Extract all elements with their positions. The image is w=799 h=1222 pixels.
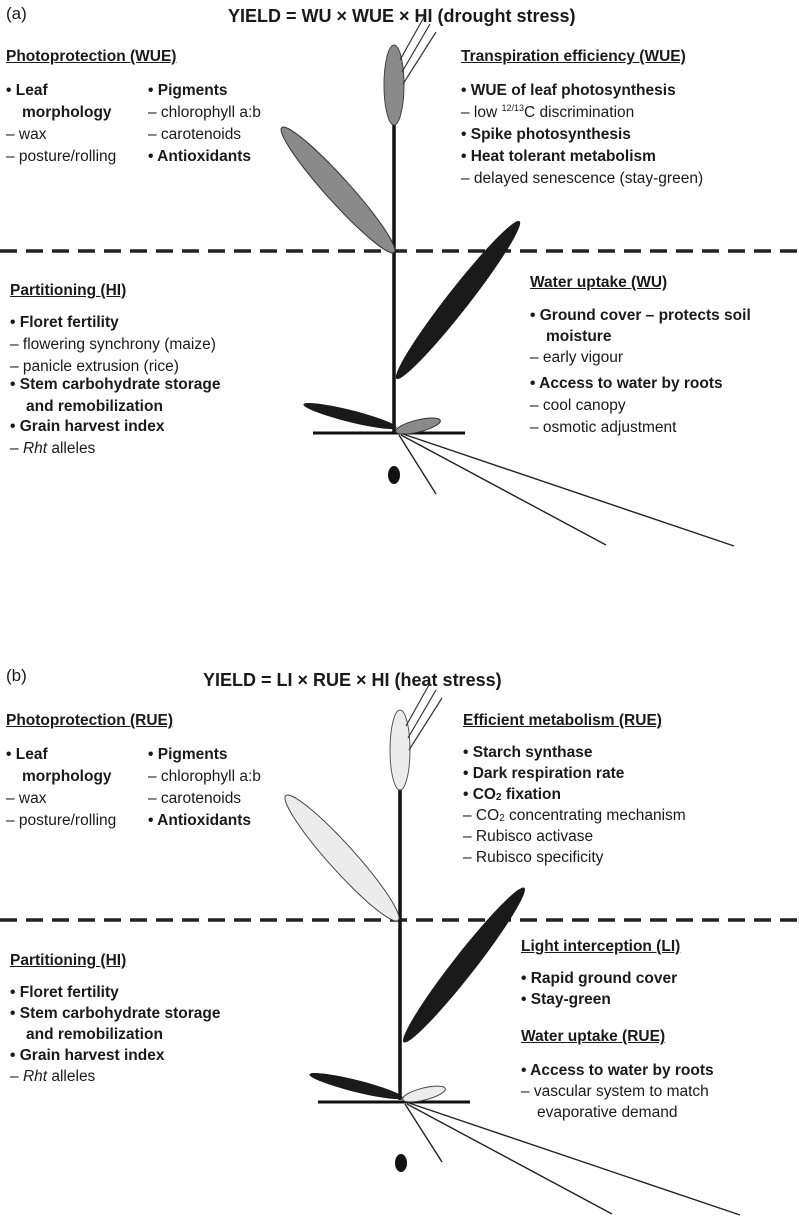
- light-interception-heading: Light interception (LI): [521, 938, 681, 955]
- ground-cover-bullet: • Ground cover – protects soil: [530, 307, 751, 324]
- vigour-item: – early vigour: [530, 349, 624, 366]
- flowering-item: – flowering synchrony (maize): [10, 336, 216, 353]
- discrimination-item: – low 12/13C discrimination: [461, 103, 635, 122]
- stem-continuation: and remobilization: [26, 398, 163, 415]
- grain-bullet: • Grain harvest index: [10, 418, 165, 435]
- basal-black-leaf: [303, 403, 397, 429]
- stay-green-bullet: • Stay-green: [521, 991, 611, 1008]
- seed: [395, 1154, 407, 1172]
- senescence-item: – delayed senescence (stay-green): [461, 170, 704, 187]
- activase-item: – Rubisco activase: [463, 828, 594, 845]
- rht-item: – Rht alleles: [10, 1068, 96, 1085]
- root: [398, 434, 437, 495]
- osmotic-item: – osmotic adjustment: [530, 419, 677, 436]
- heat-bullet: • Heat tolerant metabolism: [461, 148, 656, 165]
- upper-black-leaf: [403, 887, 525, 1043]
- carotenoids-item: – carotenoids: [148, 790, 242, 807]
- panel-title: YIELD = LI × RUE × HI (heat stress): [203, 670, 502, 690]
- specificity-item: – Rubisco specificity: [463, 849, 604, 866]
- flag-leaf: [284, 794, 400, 922]
- pigments-bullet: • Pigments: [148, 82, 228, 99]
- grain-bullet: • Grain harvest index: [10, 1047, 165, 1064]
- root: [408, 1102, 741, 1216]
- co2-fixation-bullet: • CO2 fixation: [463, 786, 561, 803]
- access-bullet: • Access to water by roots: [530, 375, 723, 392]
- metabolism-heading: Efficient metabolism (RUE): [463, 712, 662, 729]
- panel-label: (a): [6, 4, 27, 23]
- leaf-morphology: morphology: [22, 768, 112, 785]
- plant-diagram-a: [0, 16, 799, 547]
- spike-bullet: • Spike photosynthesis: [461, 126, 631, 143]
- wax-item: – wax: [6, 126, 47, 143]
- awn: [401, 23, 431, 73]
- upper-black-leaf: [395, 220, 521, 380]
- basal-black-leaf: [309, 1073, 403, 1099]
- posture-item: – posture/rolling: [6, 812, 117, 829]
- seed: [388, 466, 400, 484]
- water-uptake-heading: Water uptake (RUE): [521, 1028, 666, 1045]
- transpiration-heading: Transpiration efficiency (WUE): [461, 48, 686, 65]
- pigments-bullet: • Pigments: [148, 746, 228, 763]
- wue-leaf-bullet: • WUE of leaf photosynthesis: [461, 82, 676, 99]
- awn: [408, 697, 443, 751]
- antioxidants-bullet: • Antioxidants: [148, 812, 252, 829]
- root: [406, 1103, 613, 1215]
- water-uptake-heading: Water uptake (WU): [530, 274, 668, 291]
- root: [404, 1103, 443, 1163]
- antioxidants-bullet: • Antioxidants: [148, 148, 252, 165]
- access-bullet: • Access to water by roots: [521, 1062, 714, 1079]
- dark-respiration-bullet: • Dark respiration rate: [463, 765, 625, 782]
- spike: [389, 709, 411, 791]
- leaf-bullet: • Leaf: [6, 746, 48, 763]
- panel-title: YIELD = WU × WUE × HI (drought stress): [228, 6, 576, 26]
- root: [402, 433, 735, 547]
- basal-pale-leaf: [402, 1085, 446, 1103]
- panicle-item: – panicle extrusion (rice): [10, 358, 179, 375]
- cool-canopy-item: – cool canopy: [530, 397, 626, 414]
- wax-item: – wax: [6, 790, 47, 807]
- carotenoids-item: – carotenoids: [148, 126, 242, 143]
- awn: [407, 689, 437, 739]
- awn: [405, 682, 431, 727]
- ground-cover-continuation: moisture: [546, 328, 612, 345]
- posture-item: – posture/rolling: [6, 148, 117, 165]
- stem-bullet: • Stem carbohydrate storage: [10, 376, 221, 393]
- leaf-morphology: morphology: [22, 104, 112, 121]
- panel-a: (a) YIELD = WU × WUE × HI (drought stres…: [0, 0, 799, 560]
- vascular-continuation: evaporative demand: [537, 1104, 678, 1121]
- root: [400, 434, 607, 546]
- stem-bullet: • Stem carbohydrate storage: [10, 1005, 221, 1022]
- photoprotection-heading: Photoprotection (WUE): [6, 48, 177, 65]
- chlorophyll-item: – chlorophyll a:b: [148, 104, 261, 121]
- photoprotection-heading: Photoprotection (RUE): [6, 712, 174, 729]
- plant-diagram-b: [0, 682, 799, 1216]
- floret-bullet: • Floret fertility: [10, 984, 119, 1001]
- basal-grey-leaf: [395, 417, 441, 435]
- floret-bullet: • Floret fertility: [10, 314, 119, 331]
- vascular-item: – vascular system to match: [521, 1083, 709, 1100]
- stem-continuation: and remobilization: [26, 1026, 163, 1043]
- chlorophyll-item: – chlorophyll a:b: [148, 768, 261, 785]
- panel-b: (b) YIELD = LI × RUE × HI (heat stress) …: [0, 662, 799, 1222]
- partitioning-heading: Partitioning (HI): [10, 282, 127, 299]
- panel-label: (b): [6, 666, 27, 685]
- ccm-item: – CO2 concentrating mechanism: [463, 807, 686, 824]
- rht-item: – Rht alleles: [10, 440, 96, 457]
- spike: [383, 44, 405, 126]
- starch-bullet: • Starch synthase: [463, 744, 593, 761]
- awn: [402, 31, 437, 85]
- awn: [399, 16, 425, 61]
- flag-leaf: [280, 126, 396, 254]
- rapid-ground-cover-bullet: • Rapid ground cover: [521, 970, 678, 987]
- partitioning-heading: Partitioning (HI): [10, 952, 127, 969]
- leaf-bullet: • Leaf: [6, 82, 48, 99]
